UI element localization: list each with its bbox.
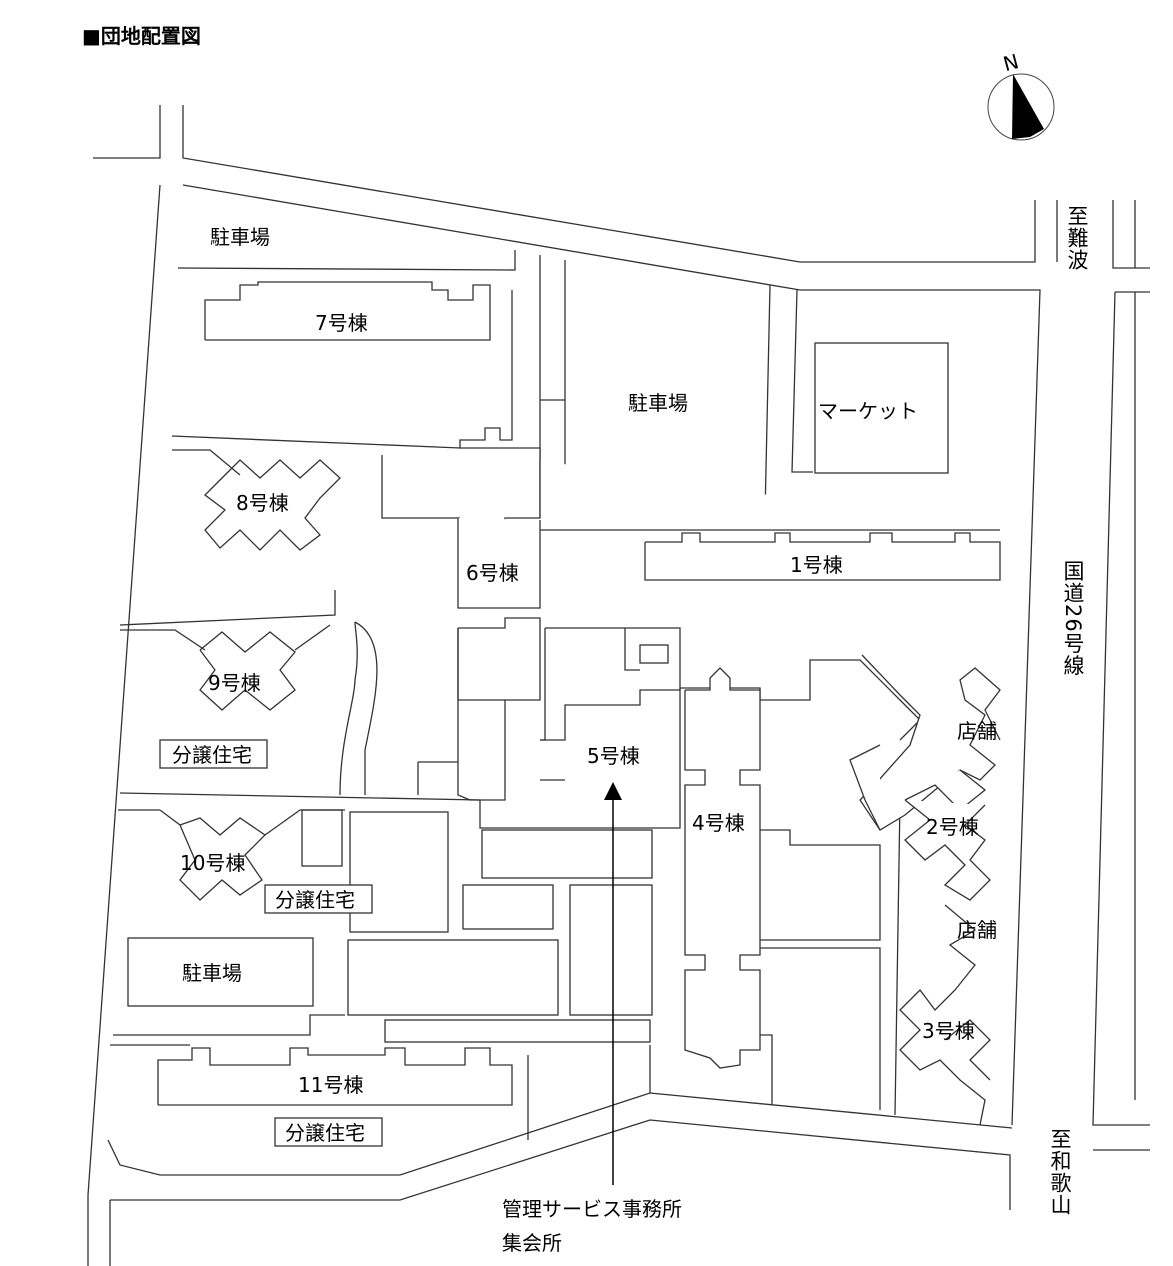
label-to-namba: 至難波 [1065, 205, 1089, 271]
label-building-11: 11号棟 [298, 1073, 363, 1097]
label-condo-1: 分譲住宅 [172, 743, 252, 767]
label-parking-center: 駐車場 [628, 391, 688, 415]
north-label: N [1001, 49, 1022, 76]
label-building-9: 9号棟 [208, 671, 261, 695]
label-shop-2: 店舗 [957, 918, 997, 942]
label-to-wakayama: 至和歌山 [1048, 1128, 1072, 1216]
office-pointer-arrow-icon [604, 782, 622, 1185]
label-building-2: 2号棟 [926, 815, 979, 839]
label-building-5: 5号棟 [587, 744, 640, 768]
label-building-8: 8号棟 [236, 491, 289, 515]
map-title: ■団地配置図 [82, 24, 201, 48]
label-route-26: 国道26号線 [1061, 560, 1085, 677]
label-market: マーケット [818, 399, 918, 423]
label-building-7: 7号棟 [315, 311, 368, 335]
label-building-3: 3号棟 [922, 1019, 975, 1043]
label-building-10: 10号棟 [180, 851, 245, 875]
label-building-6: 6号棟 [466, 561, 519, 585]
label-condo-3: 分譲住宅 [285, 1121, 365, 1145]
label-parking-top: 駐車場 [210, 225, 270, 249]
label-parking-bottom: 駐車場 [182, 961, 242, 985]
roads [87, 105, 1150, 1266]
site-outlines [110, 250, 1001, 1140]
north-arrow-icon: N [987, 49, 1055, 141]
label-building-1: 1号棟 [790, 553, 843, 577]
label-meeting-hall: 集会所 [502, 1231, 562, 1255]
map-labels: 駐車場 7号棟 駐車場 マーケット 8号棟 6号棟 1号棟 9号棟 分譲住宅 店… [159, 225, 997, 1147]
label-building-4: 4号棟 [692, 811, 745, 835]
label-condo-2: 分譲住宅 [275, 888, 355, 912]
label-shop-1: 店舗 [957, 719, 997, 743]
label-office: 管理サービス事務所 [502, 1197, 682, 1221]
